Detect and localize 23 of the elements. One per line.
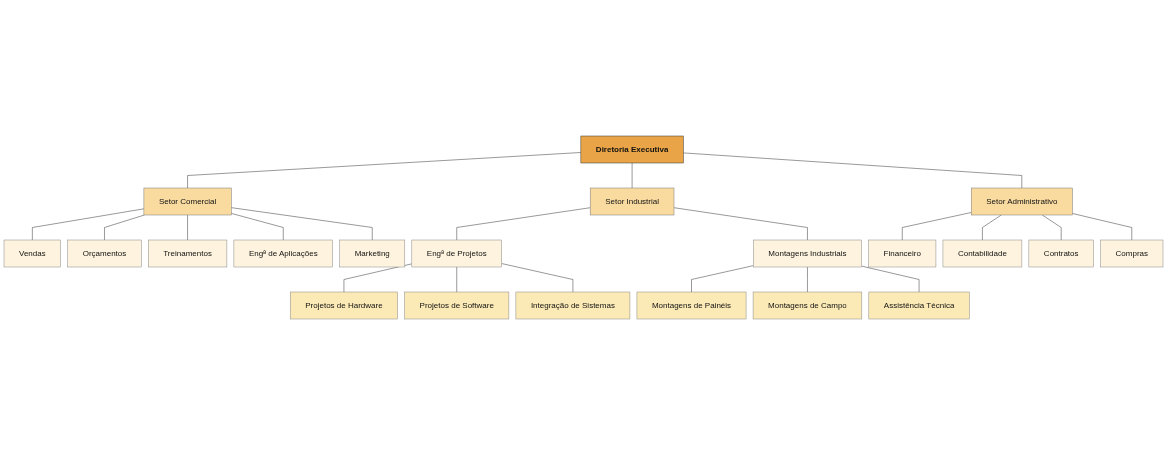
- node-box: Diretoria Executiva: [580, 135, 684, 164]
- node-box: Treinamentos: [148, 239, 228, 268]
- node-box: Compras: [1100, 239, 1164, 268]
- node-box: Montagens Industriais: [753, 239, 862, 268]
- node-box: Montagens de Campo: [752, 291, 863, 320]
- node-box: Montagens de Painéis: [636, 291, 747, 320]
- node-box: Integração de Sistemas: [515, 291, 631, 320]
- node-box: Engª de Aplicações: [233, 239, 333, 268]
- node-box: Engª de Projetos: [411, 239, 502, 268]
- node-box: Orçamentos: [67, 239, 142, 268]
- node-box: Marketing: [339, 239, 406, 268]
- node-box: Contratos: [1028, 239, 1094, 268]
- node-box: Projetos de Software: [404, 291, 510, 320]
- node-box: Setor Administrativo: [971, 187, 1073, 216]
- node-box: Financeiro: [868, 239, 937, 268]
- node-box: Vendas: [3, 239, 61, 268]
- node-box: Setor Industrial: [589, 187, 675, 216]
- node-box: Projetos de Hardware: [290, 291, 398, 320]
- node-box: Setor Comercial: [143, 187, 232, 216]
- node-box: Assistência Técnica: [868, 291, 970, 320]
- node-box: Contabilidade: [942, 239, 1023, 268]
- connector: [187, 152, 582, 189]
- connector: [683, 152, 1023, 189]
